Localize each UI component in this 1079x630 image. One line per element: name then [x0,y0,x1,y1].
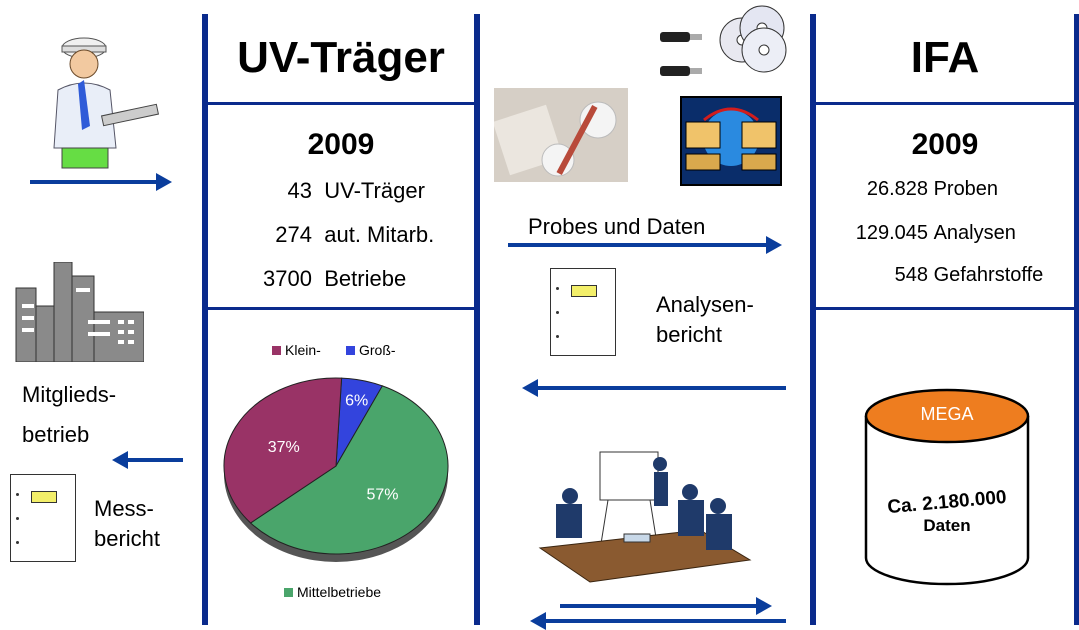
usb-stick-icon [650,10,712,94]
legend-gross: Groß- [346,342,396,358]
stat-row: 274 aut. Mitarb. [275,222,435,247]
samples-and-data-label: Probes und Daten [528,214,706,239]
analysis-report-label: Analysen- bericht [656,292,754,347]
measurement-report-label: Mess- bericht [94,496,161,551]
pie-slice-0 [223,377,343,524]
ifa-year: 2009 [911,128,979,161]
arrow-to-ifa [508,236,782,254]
ifa-title: IFA [816,14,1074,105]
measurement-report-icon [10,474,76,562]
stat-row: 26.828 Proben [866,178,999,200]
uv-year: 2009 [307,128,375,161]
stat-row: 548 Gefahrstoffe [894,264,1044,286]
uv-traeger-title: UV-Träger [208,14,474,105]
meeting-icon [530,450,760,590]
network-transfer-icon [680,96,782,186]
arrow-to-uv-traeger [30,173,172,191]
arrow-to-member [112,451,183,469]
pie-slice-2 [249,385,449,555]
stat-row: 129.045 Analysen [855,222,1016,244]
ifa-column: IFA 2009 26.828 Proben 129.045 Analysen … [810,14,1079,625]
cd-icon [716,4,788,74]
legend-klein: Klein- [272,342,321,358]
ifa-stats: 2009 26.828 Proben 129.045 Analysen 548 … [816,102,1074,310]
pie-label-1: 6% [345,392,368,409]
stat-row: 43 UV-Träger [287,178,425,203]
arrow-exchange-right [560,597,772,615]
uv-traeger-column: UV-Träger 2009 43 UV-Träger 274 aut. Mit… [202,14,480,625]
mega-database: MEGA Ca. 2.180.000 Daten [862,388,1032,588]
analysis-report-icon [550,268,616,356]
arrow-to-uv-from-ifa [522,379,786,397]
uv-traeger-stats: 2009 43 UV-Träger 274 aut. Mitarb. 3700 … [208,102,474,310]
pie-label-2: 57% [366,487,398,504]
sample-photo [494,88,628,182]
worker-icon [32,30,162,170]
arrow-exchange-left [530,612,786,630]
mega-label: MEGA [920,404,974,424]
member-company-label: Mitglieds- betrieb [22,382,117,447]
factory-icon [14,261,145,363]
db-unit: Daten [923,516,971,535]
pie-chart: 6% 57% 37% [223,377,449,562]
stat-row: 3700 Betriebe [263,266,407,291]
pie-label-0: 37% [268,439,300,456]
legend-mittel: Mittelbetriebe [284,584,381,600]
